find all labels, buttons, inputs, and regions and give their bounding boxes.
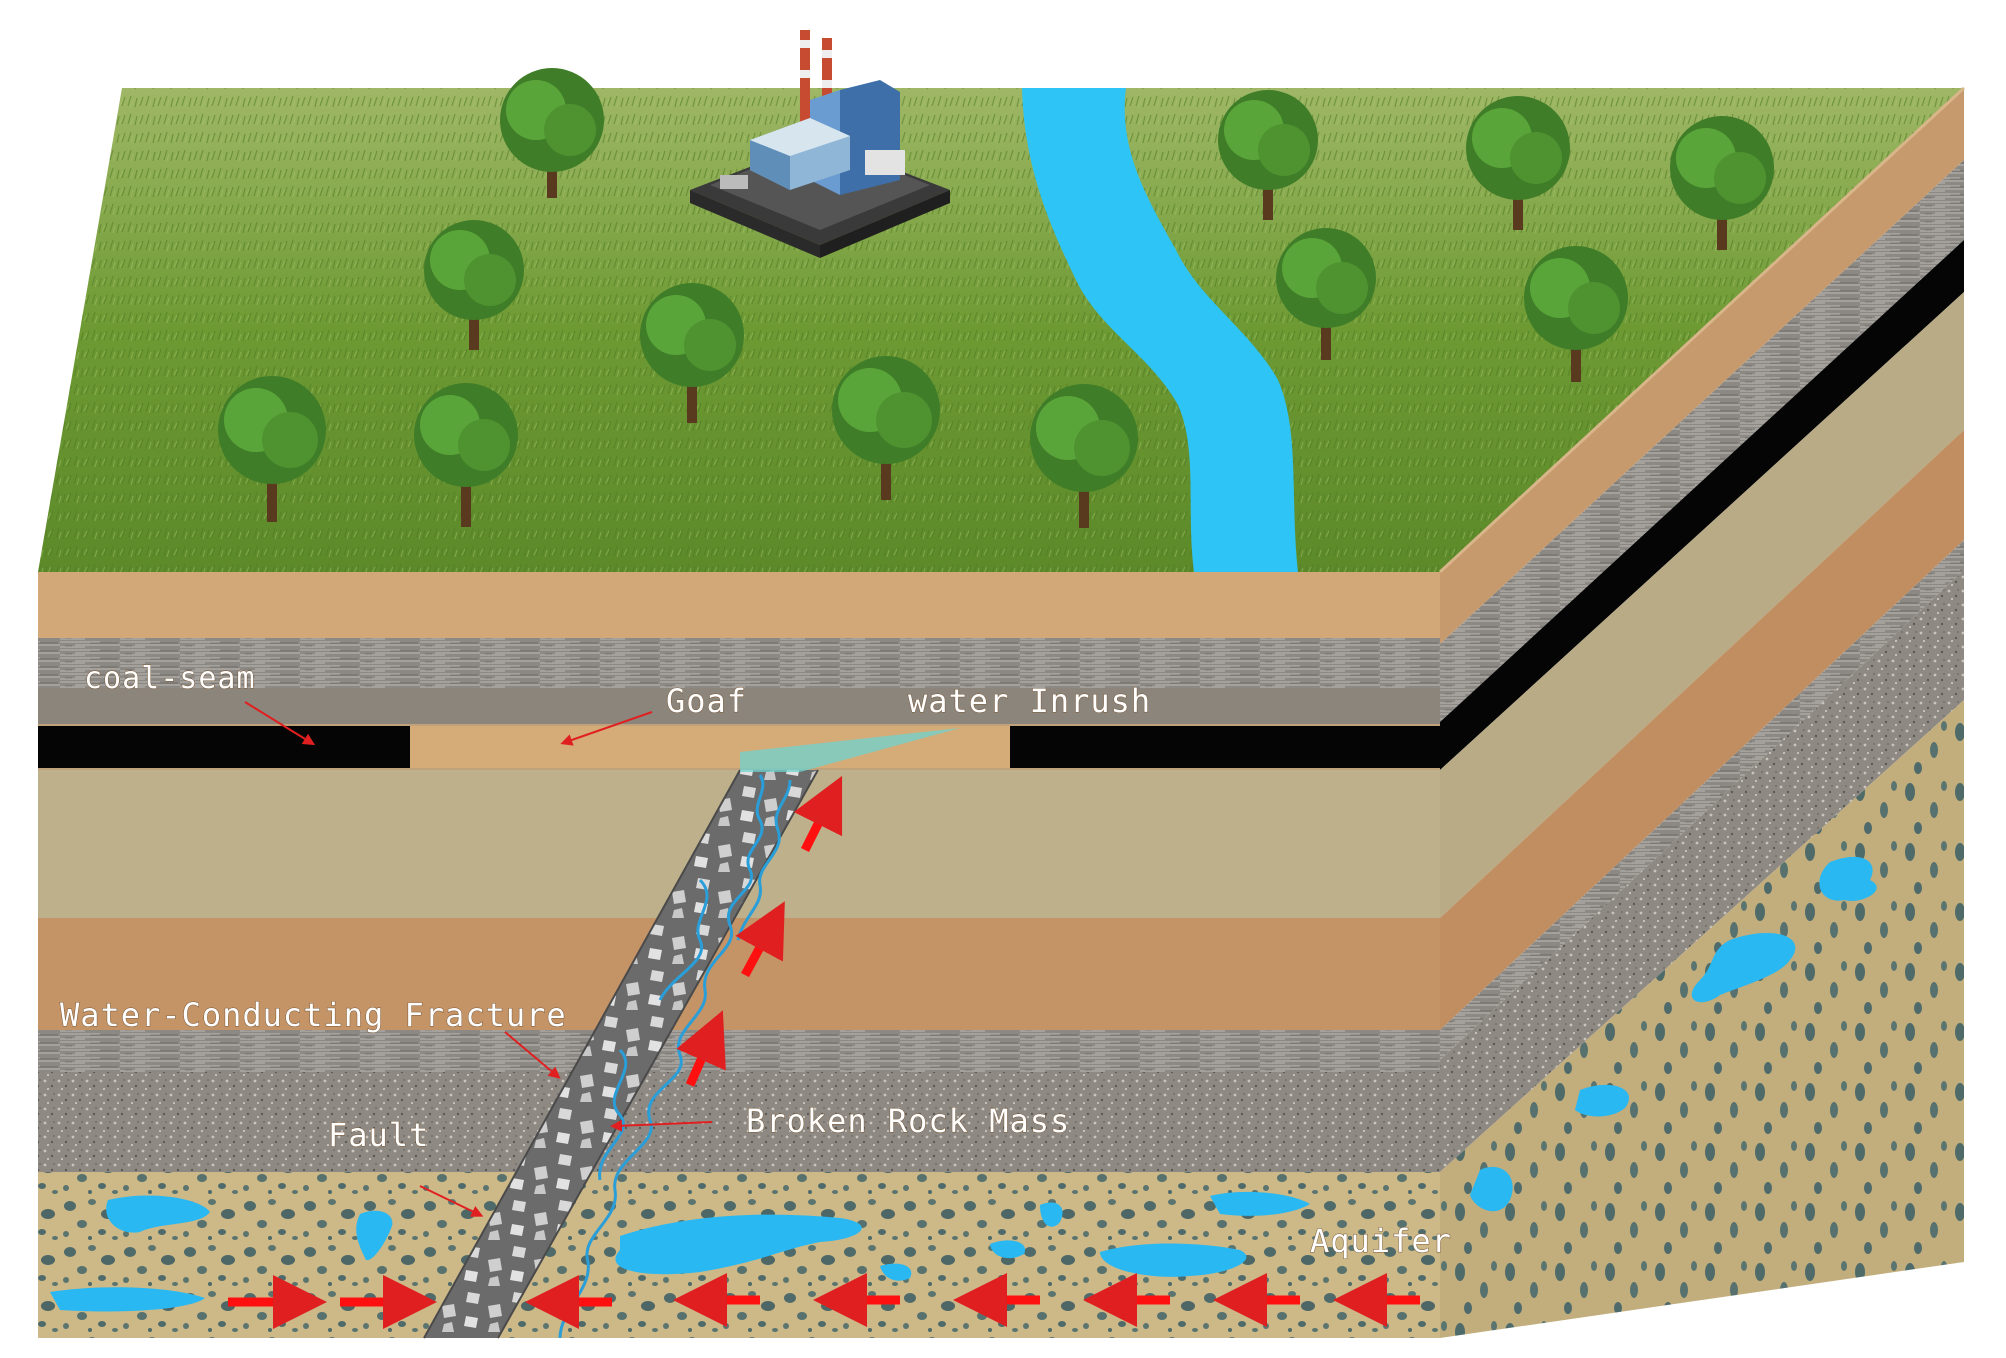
aquifer-water bbox=[50, 1191, 1310, 1312]
tree-icon bbox=[1670, 116, 1774, 250]
river bbox=[1022, 88, 1298, 572]
tree-icon bbox=[1218, 90, 1318, 220]
coal-seam-right bbox=[1010, 726, 1440, 768]
tree-icon bbox=[832, 356, 940, 500]
aquifer-label: Aquifer bbox=[1310, 1222, 1452, 1260]
shale-layer bbox=[38, 1030, 1440, 1072]
goaf-area bbox=[410, 726, 1010, 768]
water-conducting-fracture-label: Water-Conducting Fracture bbox=[60, 996, 567, 1034]
factory-icon bbox=[690, 30, 950, 258]
water-inrush-plume bbox=[740, 728, 960, 772]
tree-icon bbox=[500, 68, 604, 198]
coal-seam-label: coal-seam bbox=[84, 661, 256, 696]
broken-rock-mass-label: Broken Rock Mass bbox=[746, 1102, 1070, 1140]
tree-icon bbox=[414, 383, 518, 527]
ground-surface bbox=[38, 88, 1964, 572]
aquifer-flow-arrows bbox=[228, 1273, 1420, 1329]
goaf-label: Goaf bbox=[666, 682, 747, 720]
topsoil-layer bbox=[38, 572, 1440, 638]
upward-flow-arrows bbox=[676, 775, 843, 1087]
tree-icon bbox=[424, 220, 524, 350]
tree-icon bbox=[640, 283, 744, 423]
siltstone-layer bbox=[38, 638, 1440, 688]
gravel-layer bbox=[38, 1072, 1440, 1172]
label-pointers bbox=[244, 701, 713, 1217]
tree-icon bbox=[1466, 96, 1570, 230]
water-inrush-label: water Inrush bbox=[908, 682, 1151, 720]
tree-icon bbox=[1524, 246, 1628, 382]
tree-icon bbox=[1276, 228, 1376, 360]
tree-icon bbox=[218, 376, 326, 522]
coal-seam-left bbox=[38, 726, 410, 768]
right-side-face bbox=[1438, 86, 1966, 1338]
tree-icon bbox=[1030, 384, 1138, 528]
fault-label: Fault bbox=[328, 1116, 429, 1154]
